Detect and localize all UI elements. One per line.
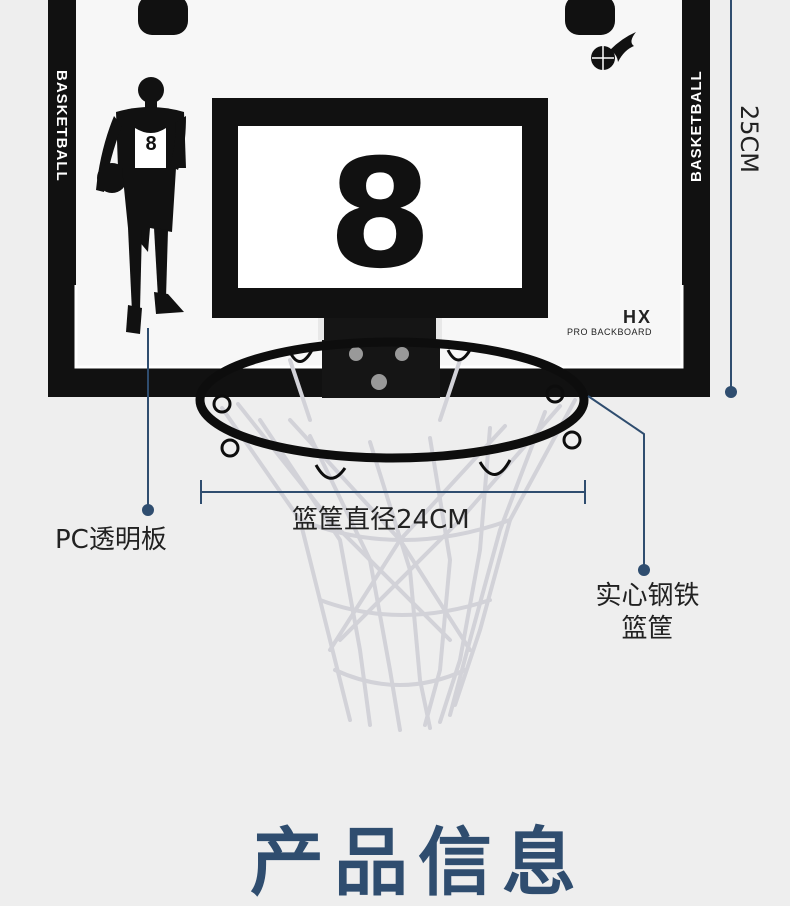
rim-material-line1: 实心钢铁: [595, 581, 700, 611]
annotation-dots: [142, 386, 737, 576]
flame-ball-icon: [591, 32, 636, 70]
mount-slot: [565, 0, 615, 35]
basketball-rim: [195, 337, 589, 480]
annotation-lines: [147, 0, 732, 568]
rim-bracket: [318, 318, 442, 398]
shooter-square: [212, 98, 548, 318]
big-number: 8: [328, 128, 432, 302]
mount-slot: [138, 0, 188, 35]
material-label: PC透明板: [55, 525, 167, 555]
side-text-right: BASKETBALL: [688, 70, 705, 182]
section-title: 产品信息: [250, 820, 586, 906]
side-text-left: BASKETBALL: [53, 70, 70, 182]
player-jersey-number: 8: [145, 133, 156, 155]
basketball-net: [220, 358, 577, 732]
brand-logo: HX: [623, 307, 652, 327]
product-photo: BASKETBALL BASKETBALL 8 8 HX PRO BACKBOA…: [48, 0, 737, 732]
rim-material-label: 实心钢铁 篮筐: [590, 580, 705, 645]
rim-material-line2: 篮筐: [621, 613, 674, 644]
backboard-height-label: 25CM: [735, 105, 763, 174]
brand-model: PRO BACKBOARD: [567, 327, 652, 337]
player-silhouette: [96, 77, 186, 334]
rim-diameter-label: 篮筐直径24CM: [292, 505, 470, 535]
